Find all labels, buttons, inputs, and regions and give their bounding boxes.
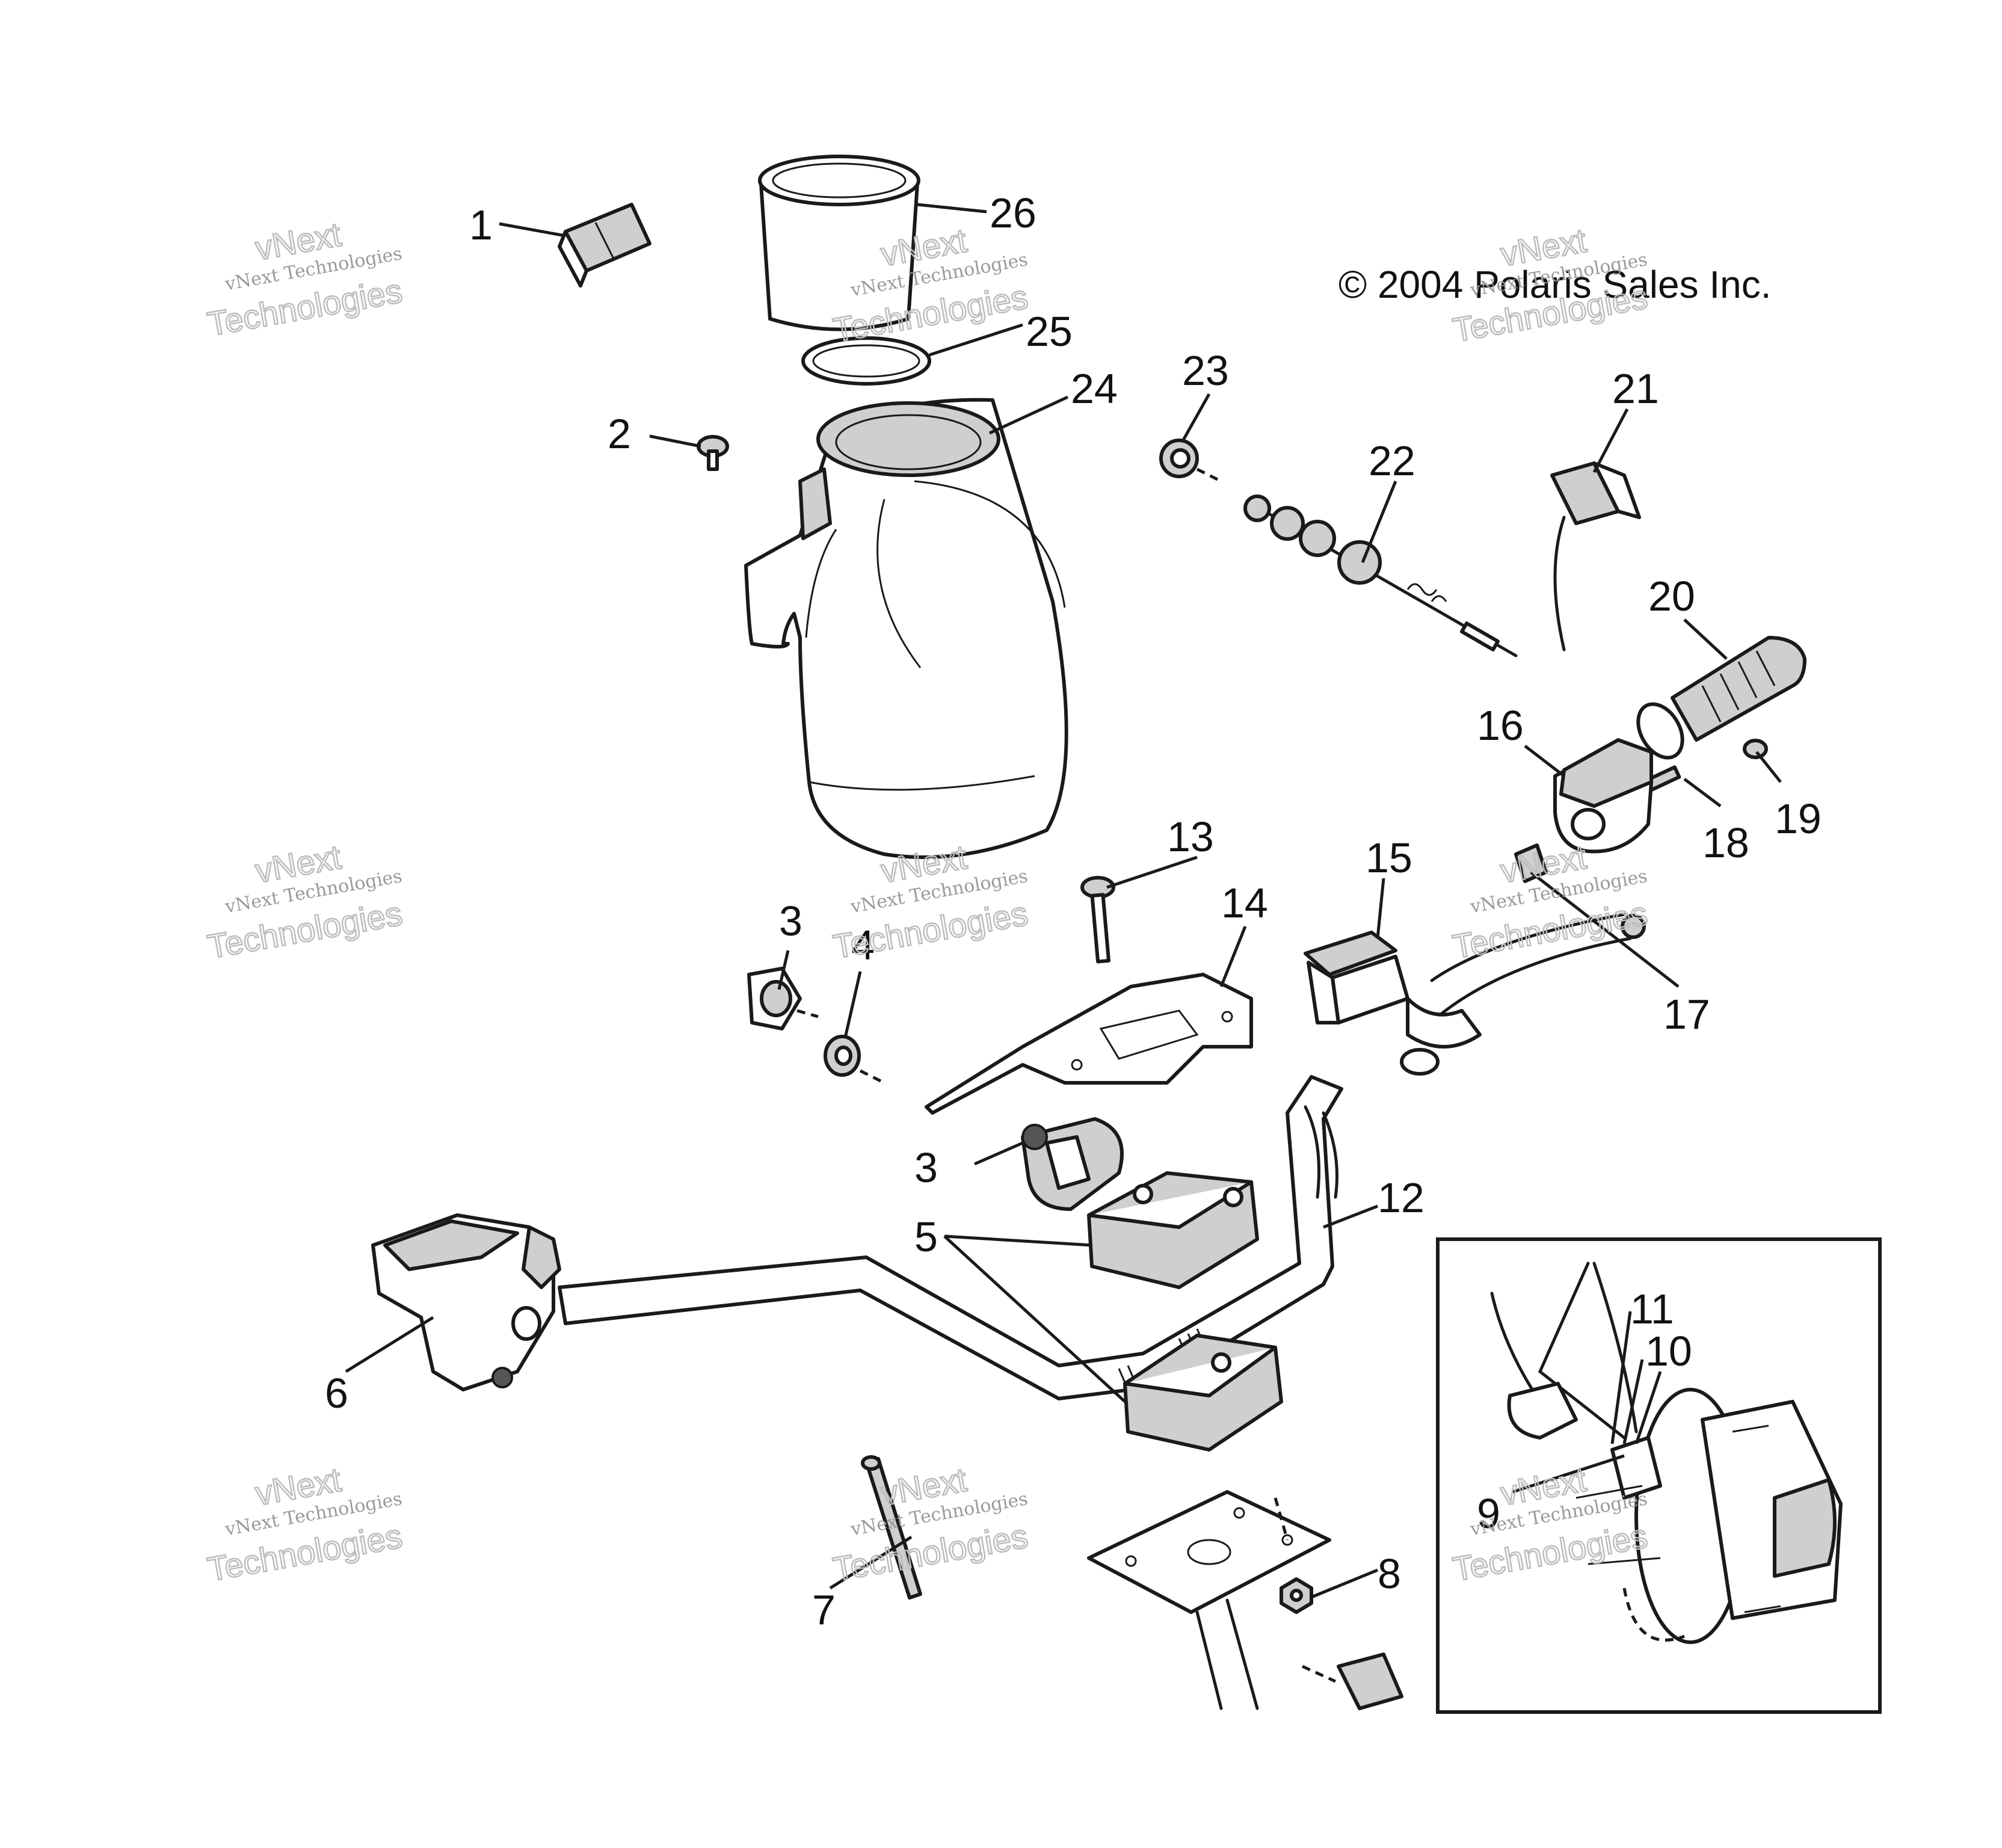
callout-26: 26 xyxy=(990,189,1036,236)
callout-9: 9 xyxy=(1477,1490,1500,1537)
callout-5: 5 xyxy=(914,1213,938,1260)
copyright-notice: © 2004 Polaris Sales Inc. xyxy=(1338,263,1772,306)
part-4-grommet xyxy=(824,1035,886,1085)
watermark-4: vNext vNext Technologies Technologies xyxy=(204,837,405,966)
callout-1: 1 xyxy=(469,202,493,248)
callout-8: 8 xyxy=(1378,1550,1401,1597)
callout-7: 7 xyxy=(812,1586,836,1633)
callout-3-lower: 3 xyxy=(914,1144,938,1191)
callout-19: 19 xyxy=(1775,795,1822,842)
stem-plate xyxy=(1087,1490,1331,1710)
watermark-1: vNext vNext Technologies Technologies xyxy=(204,214,405,343)
leader-lines xyxy=(345,203,1782,1599)
part-8-nut xyxy=(1280,1577,1313,1614)
part-19-plug xyxy=(1743,739,1768,759)
part-5-clamp-upper xyxy=(1087,1171,1259,1289)
part-26-gauge-bezel xyxy=(758,155,920,331)
hose-clip xyxy=(1301,1652,1403,1710)
watermark-5: vNext vNext Technologies Technologies xyxy=(830,837,1031,966)
callout-24: 24 xyxy=(1071,365,1118,412)
part-6-left-switch xyxy=(371,1213,561,1391)
callout-6: 6 xyxy=(325,1370,348,1417)
part-14-plate xyxy=(925,973,1253,1115)
callout-14: 14 xyxy=(1221,879,1268,926)
part-23-nut xyxy=(1159,439,1222,483)
part-17-lever xyxy=(1430,843,1646,1018)
callout-25: 25 xyxy=(1026,308,1073,355)
callout-13: 13 xyxy=(1167,813,1214,860)
part-2-screw xyxy=(697,435,729,471)
callout-18: 18 xyxy=(1702,819,1749,866)
callout-10: 10 xyxy=(1645,1328,1692,1375)
callout-4: 4 xyxy=(851,922,875,969)
part-3-switch-upper xyxy=(747,967,819,1030)
part-24-pod-cover xyxy=(744,398,1068,859)
part-3-switch-lower xyxy=(1021,1117,1124,1211)
callout-23: 23 xyxy=(1182,347,1229,394)
part-25-ring xyxy=(801,336,931,386)
part-13-bolt xyxy=(1080,876,1115,964)
callout-2: 2 xyxy=(608,410,631,457)
part-15-master-cylinder xyxy=(1304,931,1482,1076)
watermark-8: vNext vNext Technologies Technologies xyxy=(830,1459,1031,1589)
watermark-7: vNext vNext Technologies Technologies xyxy=(204,1459,405,1589)
callouts: 1 2 3 3 4 5 6 7 8 9 10 11 12 13 14 15 16… xyxy=(325,189,1822,1633)
watermark-3: vNext vNext Technologies Technologies xyxy=(1449,220,1651,350)
detail-inset xyxy=(1436,1237,1882,1714)
callout-15: 15 xyxy=(1366,834,1412,881)
part-16-throttle-housing xyxy=(1553,738,1653,854)
part-1-connector xyxy=(558,203,651,288)
callout-20: 20 xyxy=(1648,573,1695,620)
part-7-cable-tie xyxy=(861,1455,922,1600)
part-22-cable xyxy=(1243,494,1518,658)
callout-16: 16 xyxy=(1477,702,1524,749)
callout-11: 11 xyxy=(1630,1286,1674,1332)
callout-17: 17 xyxy=(1663,991,1710,1038)
part-21-switch xyxy=(1550,461,1641,651)
callout-3-upper: 3 xyxy=(779,898,802,944)
part-20-grip xyxy=(1636,636,1806,760)
callout-12: 12 xyxy=(1378,1174,1424,1221)
callout-21: 21 xyxy=(1612,365,1659,412)
callout-22: 22 xyxy=(1369,437,1415,484)
part-5-clamp-lower xyxy=(1123,1334,1283,1452)
